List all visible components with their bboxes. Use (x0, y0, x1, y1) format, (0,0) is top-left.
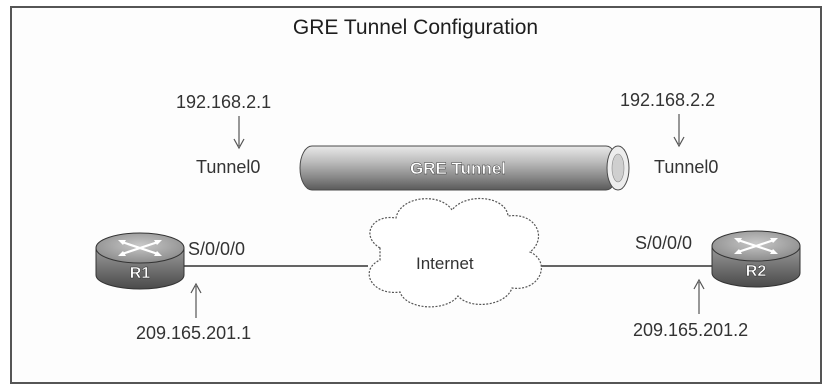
r2-tunnel-interface: Tunnel0 (654, 157, 719, 177)
router-r1-label: R1 (130, 265, 151, 282)
router-r2-label: R2 (746, 263, 767, 280)
router-r2-icon (711, 230, 801, 288)
gre-tunnel-label: GRE Tunnel (410, 159, 506, 178)
router-r1-icon (95, 232, 185, 290)
r2-serial-port: S/0/0/0 (635, 233, 693, 253)
gre-tunnel-tube (299, 145, 630, 191)
arrow-down-icon (673, 114, 685, 148)
arrow-up-icon (693, 278, 705, 314)
internet-cloud-label: Internet (416, 254, 474, 273)
r1-serial-port: S/0/0/0 (188, 239, 246, 259)
arrow-down-icon (233, 116, 245, 150)
arrow-up-icon (190, 282, 202, 318)
internet-cloud (368, 197, 542, 308)
r2-tunnel-ip: 192.168.2.2 (620, 90, 716, 110)
r1-tunnel-ip: 192.168.2.1 (176, 92, 272, 112)
diagram-title: GRE Tunnel Configuration (292, 16, 539, 39)
r2-public-ip: 209.165.201.2 (633, 320, 749, 340)
r1-public-ip: 209.165.201.1 (136, 323, 252, 343)
r1-tunnel-interface: Tunnel0 (196, 157, 261, 177)
diagram-frame (10, 6, 822, 384)
